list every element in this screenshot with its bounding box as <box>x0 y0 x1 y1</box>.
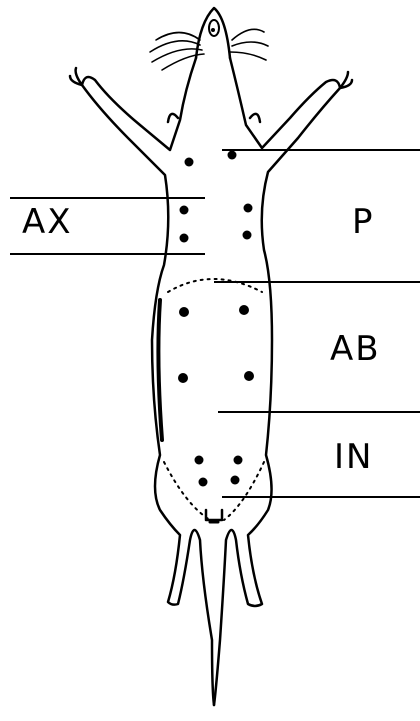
body-contour-left <box>158 300 162 440</box>
left-forepaw <box>70 68 82 85</box>
right-forepaw <box>340 72 352 88</box>
mammary-points <box>178 151 254 487</box>
nose <box>209 20 219 36</box>
dotted-boundaries <box>164 279 264 520</box>
right-ear <box>250 114 260 122</box>
label-ab: AB <box>330 332 381 366</box>
label-in: IN <box>334 440 373 474</box>
label-p: P <box>352 205 375 239</box>
label-ax: AX <box>22 205 73 239</box>
left-ear <box>168 114 178 122</box>
body-outline-left <box>82 58 214 705</box>
whiskers <box>150 29 268 70</box>
